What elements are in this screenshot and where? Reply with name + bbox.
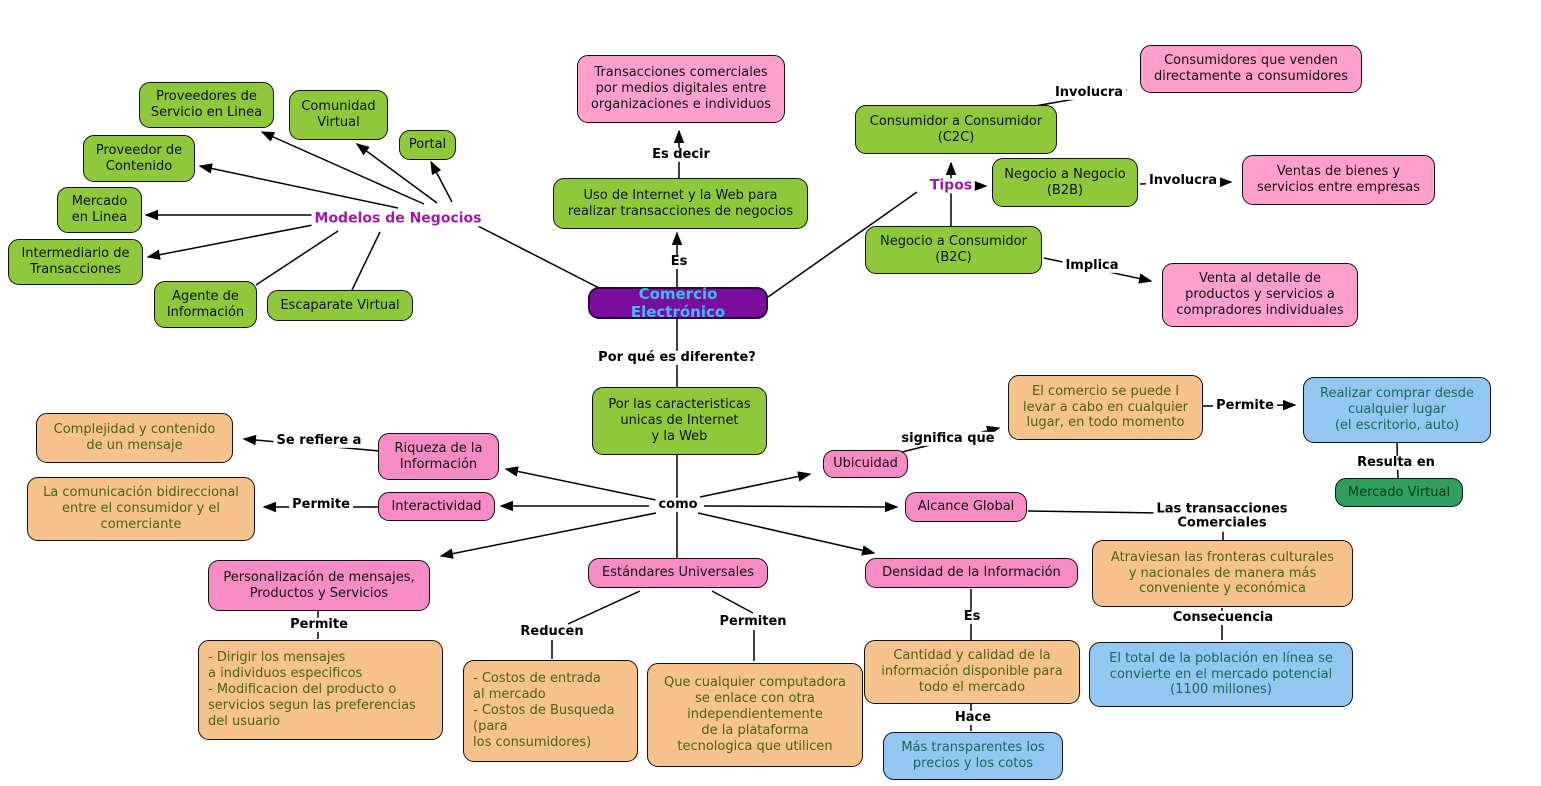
node-mercado-virtual[interactable]: Mercado Virtual <box>1335 478 1463 507</box>
node-escaparate-virtual[interactable]: Escaparate Virtual <box>267 290 413 321</box>
node-consumidores-venden[interactable]: Consumidores que venden directamente a c… <box>1140 45 1362 93</box>
node-realizar-compras[interactable]: Realizar comprar desde cualquier lugar (… <box>1303 377 1491 443</box>
node-portal[interactable]: Portal <box>399 130 456 160</box>
edge-label-reducen[interactable]: Reducen <box>517 624 587 640</box>
node-transacciones-digitales[interactable]: Transacciones comerciales por medios dig… <box>577 55 785 123</box>
node-proveedor-contenido[interactable]: Proveedor de Contenido <box>83 135 195 182</box>
node-personalizacion[interactable]: Personalización de mensajes, Productos y… <box>208 560 430 611</box>
node-intermediario-transacciones[interactable]: Intermediario de Transacciones <box>8 239 143 285</box>
edge-label-implica[interactable]: Implica <box>1062 258 1122 274</box>
node-complejidad-mensaje[interactable]: Complejidad y contenido de un mensaje <box>36 413 233 463</box>
node-mercado-en-linea[interactable]: Mercado en Linea <box>57 187 142 233</box>
node-proveedores-servicio[interactable]: Proveedores de Servicio en Linea <box>139 82 274 128</box>
node-cualquier-computadora[interactable]: Que cualquier computadora se enlace con … <box>647 663 863 767</box>
edge-label-como[interactable]: como <box>655 497 701 513</box>
node-caracteristicas-unicas[interactable]: Por las caracteristicas unicas de Intern… <box>592 387 767 455</box>
node-densidad-informacion[interactable]: Densidad de la Información <box>865 558 1078 588</box>
node-ventas-bienes[interactable]: Ventas de bienes y servicios entre empre… <box>1242 155 1435 205</box>
node-dirigir-mensajes[interactable]: - Dirigir los mensajes a individuos espe… <box>198 640 443 740</box>
node-comunidad-virtual[interactable]: Comunidad Virtual <box>289 90 388 140</box>
node-cantidad-calidad[interactable]: Cantidad y calidad de la información dis… <box>864 640 1080 704</box>
edge-label-resulta-en[interactable]: Resulta en <box>1354 455 1438 471</box>
node-b2b[interactable]: Negocio a Negocio (B2B) <box>992 158 1138 207</box>
edge-label-permite-interactividad[interactable]: Permite <box>289 497 353 513</box>
edge-label-es[interactable]: Es <box>667 254 691 270</box>
edge-label-modelos-de-negocios[interactable]: Modelos de Negocios <box>311 210 485 227</box>
edge-label-es-densidad[interactable]: Es <box>960 609 984 625</box>
edge-label-consecuencia[interactable]: Consecuencia <box>1169 610 1277 626</box>
node-b2c[interactable]: Negocio a Consumidor (B2C) <box>865 226 1042 274</box>
node-uso-internet[interactable]: Uso de Internet y la Web para realizar t… <box>553 178 808 229</box>
node-alcance-global[interactable]: Alcance Global <box>905 492 1027 522</box>
node-venta-detalle[interactable]: Venta al detalle de productos y servicio… <box>1162 263 1358 327</box>
node-estandares-universales[interactable]: Estándares Universales <box>588 558 768 588</box>
edge-label-involucra-b2b[interactable]: Involucra <box>1145 173 1221 189</box>
node-riqueza-informacion[interactable]: Riqueza de la Información <box>378 433 499 480</box>
node-agente-informacion[interactable]: Agente de Información <box>154 281 257 328</box>
edge-label-se-refiere-a[interactable]: Se refiere a <box>273 433 365 449</box>
node-comunicacion-bidireccional[interactable]: La comunicación bidireccional entre el c… <box>27 477 255 541</box>
node-comercio-cualquier-lugar[interactable]: El comercio se puede l levar a cabo en c… <box>1008 375 1203 440</box>
edge-label-las-transacciones-comerciales[interactable]: Las transacciones Comerciales <box>1153 502 1291 532</box>
edge-label-porque-es-diferente[interactable]: Por qué es diferente? <box>595 350 759 366</box>
edge-label-significa-que[interactable]: significa que <box>898 431 998 447</box>
edge-label-permiten[interactable]: Permiten <box>716 614 790 630</box>
node-ubicuidad[interactable]: Ubicuidad <box>823 450 908 478</box>
edge-label-tipos[interactable]: Tipos <box>926 177 976 194</box>
edge-label-hace[interactable]: Hace <box>951 710 995 726</box>
edge-label-permite-ubicuidad[interactable]: Permite <box>1213 398 1277 414</box>
node-precios-transparentes[interactable]: Más transparentes los precios y los coto… <box>883 732 1063 780</box>
node-total-poblacion[interactable]: El total de la población en línea se con… <box>1089 642 1353 707</box>
node-atraviesan-fronteras[interactable]: Atraviesan las fronteras culturales y na… <box>1092 540 1353 607</box>
edge-label-es-decir[interactable]: Es decir <box>649 147 713 163</box>
node-c2c[interactable]: Consumidor a Consumidor (C2C) <box>855 105 1057 154</box>
edge-label-involucra-c2c[interactable]: Involucra <box>1051 85 1127 101</box>
node-costos[interactable]: - Costos de entrada al mercado - Costos … <box>463 660 638 762</box>
edge-label-permite-personalizacion[interactable]: Permite <box>287 617 351 633</box>
node-comercio-electronico[interactable]: Comercio Electrónico <box>588 285 768 321</box>
node-interactividad[interactable]: Interactividad <box>378 492 495 521</box>
